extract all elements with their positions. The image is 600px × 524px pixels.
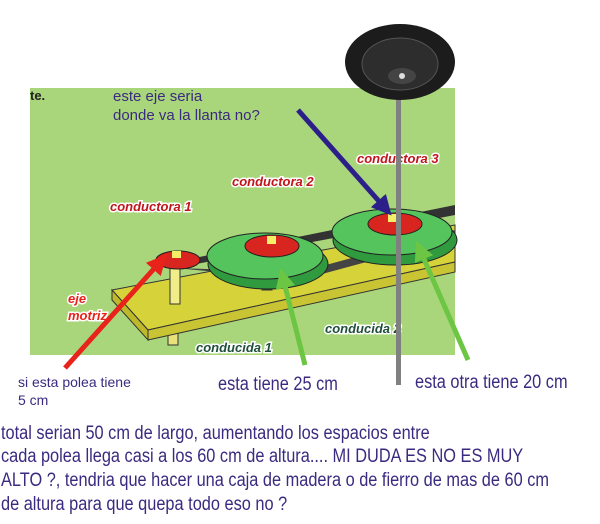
driven-pulley-1 [206, 232, 329, 290]
pulley-5-line2: 5 cm [18, 392, 49, 408]
paragraph-line: ALTO ?, tendria que hacer una caja de ma… [1, 470, 550, 491]
green-arrow-1 [275, 268, 308, 366]
pulley-25-text: esta tiene 25 cm [218, 374, 338, 395]
label-motriz: motriz [68, 308, 108, 323]
blue-arrow [296, 108, 392, 216]
driver-pulley-1 [155, 250, 201, 270]
green-arrow-2 [414, 240, 471, 361]
tire-icon [345, 24, 455, 100]
label-conducida-2: conducida 2 [325, 321, 402, 336]
paragraph-line: cada polea llega casi a los 60 cm de alt… [1, 446, 524, 467]
label-eje: eje [68, 291, 86, 306]
red-arrow [63, 254, 167, 370]
paragraph-line: total serian 50 cm de largo, aumentando … [1, 423, 430, 444]
axle-pole [396, 92, 401, 385]
driven-pulley-2 [331, 208, 458, 266]
paragraph-line: de altura para que quepa todo eso no ? [1, 494, 288, 515]
label-conductora-2: conductora 2 [232, 174, 314, 189]
corner-text: te. [30, 88, 45, 103]
axle-question-line1: este eje seria [113, 88, 203, 105]
label-conducida-1: conducida 1 [196, 340, 272, 355]
pulley-5-line1: si esta polea tiene [18, 374, 131, 390]
axle-question-line2: donde va la llanta no? [113, 107, 260, 124]
pulley-20-text: esta otra tiene 20 cm [415, 372, 568, 393]
label-conductora-1: conductora 1 [110, 199, 192, 214]
